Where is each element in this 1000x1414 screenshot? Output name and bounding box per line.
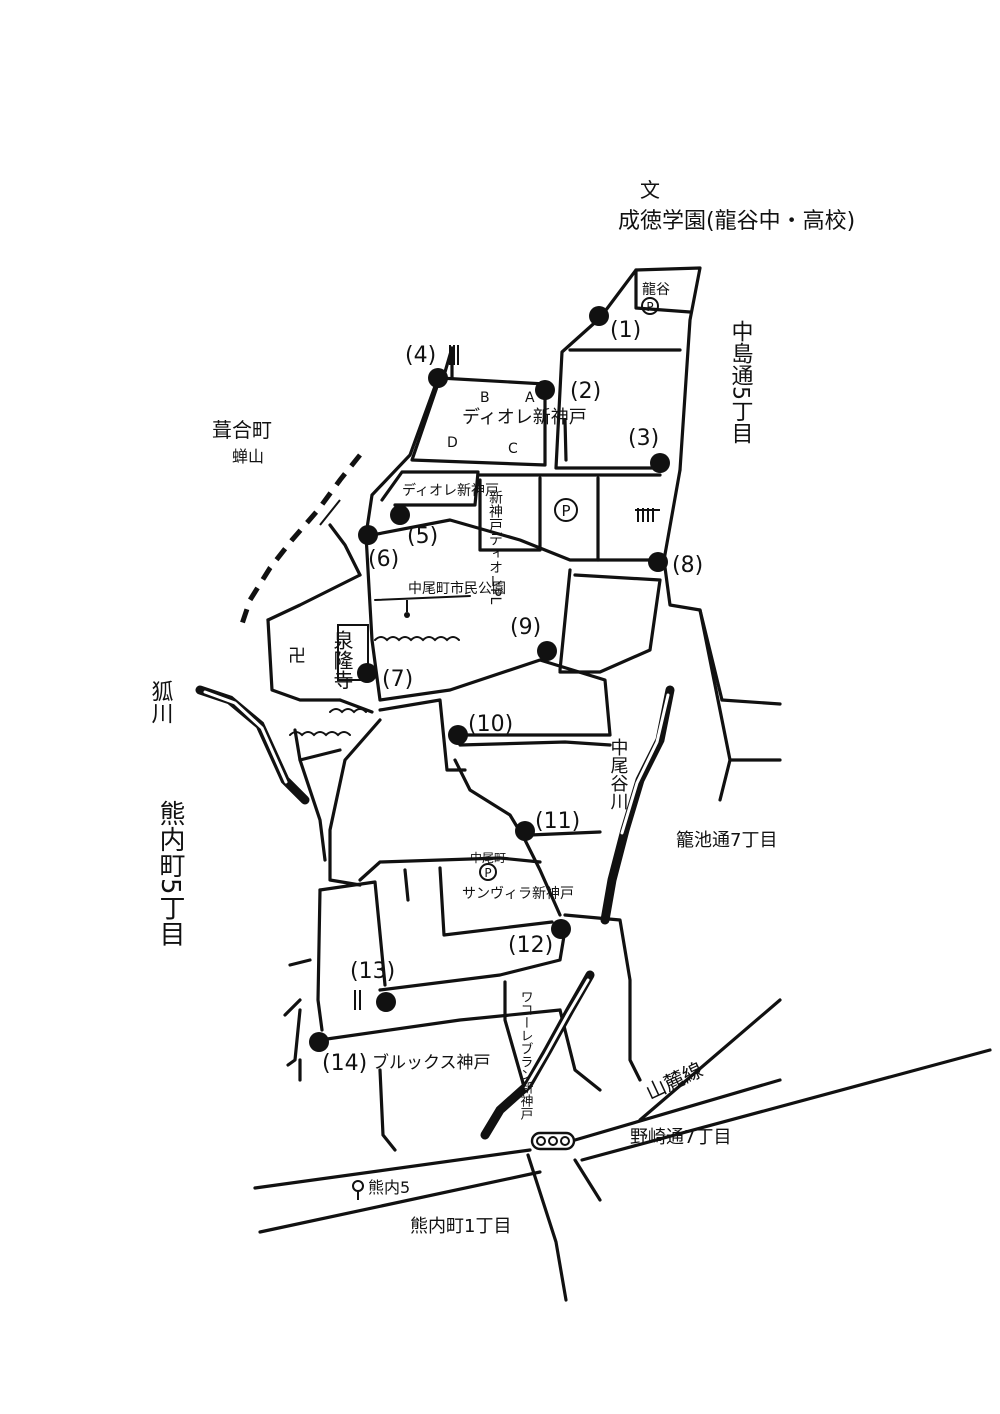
brooks-label: ブルックス神戸 <box>372 1052 491 1073</box>
stop-number-12: (12) <box>508 933 553 958</box>
hatched-track <box>237 453 362 631</box>
parking-label: P <box>484 866 491 880</box>
stop-marker <box>537 641 557 661</box>
stop-marker <box>589 306 609 326</box>
stop-number-9: (9) <box>510 615 541 640</box>
block-c-label: C <box>508 441 518 457</box>
stop-number-5: (5) <box>407 524 438 549</box>
place-labels: 文 成徳学園(龍谷中・高校) 龍谷 中島通5丁目 葺合町 蝉山 狐川 熊内町5丁… <box>148 178 856 1237</box>
kumauchi5-stop-label: 熊内5 <box>368 1178 410 1197</box>
dioru-mid-label: ディオレ新神戸 <box>402 482 499 499</box>
stop-number-14: (14) <box>322 1051 367 1076</box>
hiyoriyama-label: 蝉山 <box>232 447 264 466</box>
park-marker <box>404 612 410 618</box>
stop-numbers: (1) (2) (3) (4) (5) (6) (7) (8) (9) (10)… <box>322 318 703 1076</box>
park-edge-top <box>374 595 471 601</box>
sanroku-label: 山麓線 <box>642 1057 707 1104</box>
parking-label: P <box>561 502 570 520</box>
traffic-signal-icon <box>530 1131 576 1151</box>
stop-number-13: (13) <box>350 959 395 984</box>
stop-number-7: (7) <box>382 667 413 692</box>
kumauchi5-label: 熊内町5丁目 <box>155 800 185 947</box>
parking-icon-ryukoku <box>641 297 659 315</box>
stop-marker <box>648 552 668 572</box>
stop-marker <box>357 663 377 683</box>
stop-marker <box>428 368 448 388</box>
stop-marker <box>551 919 571 939</box>
stop-marker <box>376 992 396 1012</box>
nozaki-label: 野崎通7丁目 <box>630 1127 731 1148</box>
nakajima-label: 中島通5丁目 <box>728 320 754 444</box>
temple-building <box>337 624 369 681</box>
school-label: 成徳学園(龍谷中・高校) <box>618 209 855 234</box>
stop-marker <box>448 725 468 745</box>
stop-marker <box>390 505 410 525</box>
temple-symbol: 卍 <box>288 646 306 667</box>
fukiai-label: 葺合町 <box>212 418 272 442</box>
park-edge <box>374 636 460 642</box>
stop-marker <box>515 821 535 841</box>
block-a-label: A <box>525 390 535 406</box>
stop-marker <box>535 380 555 400</box>
nakaodani-label: 中尾谷川 <box>608 738 629 810</box>
bus-stop-icon <box>352 1180 364 1200</box>
stop-number-11: (11) <box>535 809 580 834</box>
stop-marker <box>358 525 378 545</box>
kitsunegawa-label: 狐川 <box>148 680 174 724</box>
stairs-marks <box>354 345 660 1010</box>
sunvilla-label: サンヴィラ新神戸 <box>462 885 574 902</box>
road-network <box>253 266 992 1302</box>
stop-marker <box>650 453 670 473</box>
wakore-label: ワコーレブラン新神戸 <box>518 990 534 1120</box>
stop-number-2: (2) <box>570 379 601 404</box>
school-symbol: 文 <box>640 178 660 202</box>
dioru-pl-label: 新神戸ディオレPL <box>487 490 503 604</box>
stop-number-4: (4) <box>405 343 436 368</box>
temple-label: 泉隆寺 <box>330 630 354 690</box>
stop-number-10: (10) <box>468 712 513 737</box>
parking-icon-nakao <box>479 863 497 881</box>
parking-icon-mid <box>554 498 578 522</box>
nakaomachi-parking-label: 中尾町 <box>470 850 506 865</box>
block-d-label: D <box>447 435 458 451</box>
temple-edge <box>289 731 351 737</box>
block-b-label: B <box>480 390 490 406</box>
stop-markers <box>309 306 670 1052</box>
stop-marker <box>309 1032 329 1052</box>
dioru-top-label: ディオレ新神戸 <box>462 407 587 428</box>
stop-number-8: (8) <box>672 553 703 578</box>
kumauchi1-label: 熊内町1丁目 <box>410 1216 511 1237</box>
rivers <box>195 685 675 1140</box>
temple-edge-2 <box>329 708 367 714</box>
stop-number-6: (6) <box>368 547 399 572</box>
stop-number-1: (1) <box>610 318 641 343</box>
ryukoku-label: 龍谷 <box>642 281 670 298</box>
tatsuike-label: 籠池通7丁目 <box>676 830 777 851</box>
parking-label: P <box>646 300 653 314</box>
park-label: 中尾町市民公園 <box>408 580 506 597</box>
stop-number-3: (3) <box>628 426 659 451</box>
